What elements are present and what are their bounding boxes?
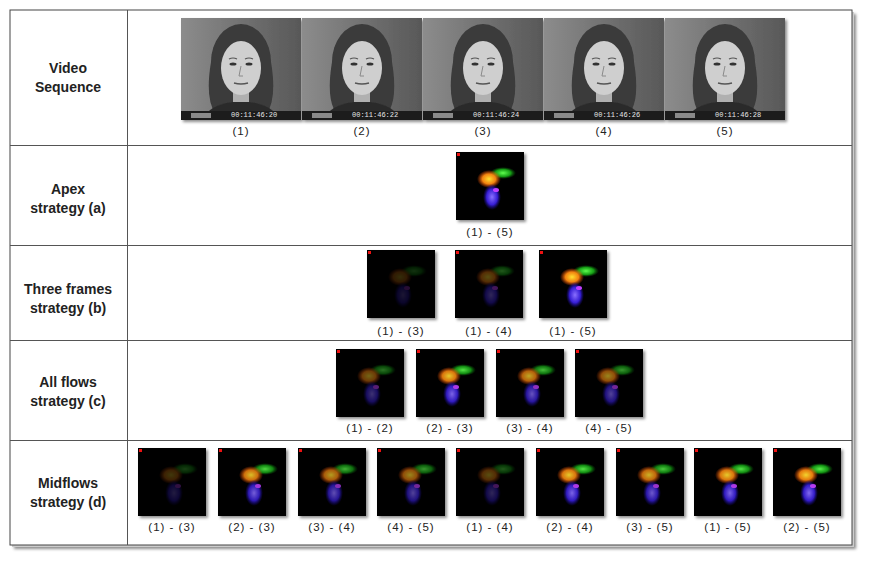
frame-caption: (1) [202, 124, 280, 138]
frame-caption: (5) [686, 124, 764, 138]
frame-caption: (4) [565, 124, 643, 138]
timestamp: 00:11:46:20 [231, 111, 297, 119]
frame-caption: (1) - (3) [362, 324, 440, 338]
timestamp: 00:11:46:26 [594, 111, 660, 119]
row-header: Apex strategy (a) [28, 180, 108, 218]
flow-images [336, 349, 643, 417]
frame-caption: (4) - (5) [372, 520, 450, 534]
video-frame [181, 18, 301, 120]
frame-caption: (2) - (3) [213, 520, 291, 534]
video-frame [302, 18, 422, 120]
frame-caption: (3) [444, 124, 522, 138]
frame-caption: (1) - (2) [331, 421, 409, 435]
frame-caption: (3) - (4) [293, 520, 371, 534]
row-header: All flows strategy (c) [28, 373, 108, 411]
frame-caption: (4) - (5) [570, 421, 648, 435]
video-frames [181, 18, 785, 120]
frame-caption: (1) - (5) [451, 225, 529, 239]
flow-blobs [388, 265, 599, 308]
flow-images [367, 250, 607, 318]
table-grid [10, 10, 852, 545]
frame-caption: (3) - (4) [491, 421, 569, 435]
video-frame [665, 18, 785, 120]
frame-caption: (2) - (3) [411, 421, 489, 435]
timestamp: 00:11:46:22 [352, 111, 418, 119]
row-header: Three frames strategy (b) [15, 280, 121, 318]
flow-blobs [357, 364, 635, 407]
row-header: Midflows strategy (d) [28, 474, 108, 512]
timestamp: 00:11:46:28 [715, 111, 781, 119]
video-frame [544, 18, 664, 120]
frame-caption: (3) - (5) [611, 520, 689, 534]
flow-blobs [159, 463, 833, 506]
corner-marks [139, 153, 777, 452]
row-header: Video Sequence [23, 59, 113, 97]
video-frame [423, 18, 543, 120]
frame-caption: (1) - (4) [450, 324, 528, 338]
frame-caption: (2) - (5) [768, 520, 846, 534]
table-border [10, 10, 852, 545]
frame-caption: (1) - (5) [689, 520, 767, 534]
frame-caption: (1) - (5) [534, 324, 612, 338]
flow-images [138, 448, 841, 516]
flow-blobs [477, 167, 516, 210]
frame-caption: (2) [323, 124, 401, 138]
frame-caption: (1) - (4) [451, 520, 529, 534]
frame-caption: (1) - (3) [133, 520, 211, 534]
timestamp: 00:11:46:24 [473, 111, 539, 119]
frame-caption: (2) - (4) [531, 520, 609, 534]
flow-images [456, 152, 524, 220]
